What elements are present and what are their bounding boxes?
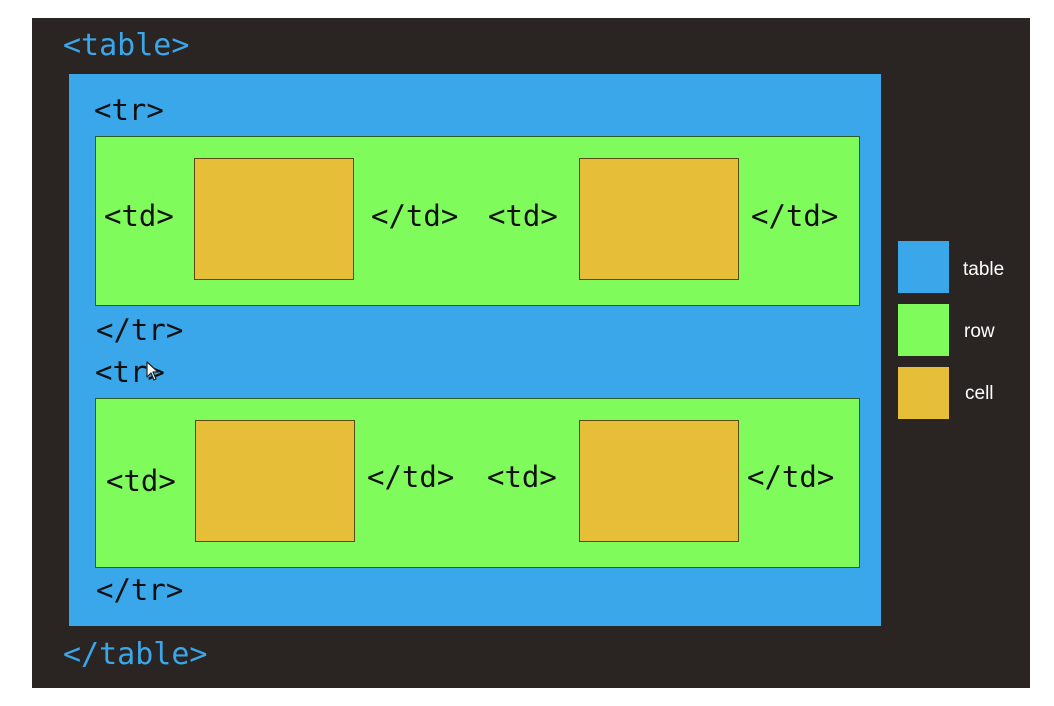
row-2-cell-1-close-tag: </td> xyxy=(367,460,455,494)
row-1-open-tag: <tr> xyxy=(94,93,164,127)
table-open-tag: <table> xyxy=(63,28,190,63)
row-2-cell-1-open-tag: <td> xyxy=(106,464,176,498)
legend-swatch-table xyxy=(898,241,949,293)
legend-label-row: row xyxy=(964,321,995,342)
row-2-cell-2-close-tag: </td> xyxy=(747,460,835,494)
legend-label-cell: cell xyxy=(965,383,994,404)
row-2-close-tag: </tr> xyxy=(96,573,184,607)
row-2-cell-2-box xyxy=(579,420,739,542)
row-1-cell-1-box xyxy=(194,158,354,280)
row-1-cell-1-open-tag: <td> xyxy=(104,199,174,233)
row-2-cell-1-box xyxy=(195,420,355,542)
row-1-cell-1-close-tag: </td> xyxy=(371,199,459,233)
legend-swatch-cell xyxy=(898,367,949,419)
mouse-pointer-icon xyxy=(146,361,159,381)
row-1-cell-2-close-tag: </td> xyxy=(751,199,839,233)
legend-label-table: table xyxy=(963,259,1005,280)
table-close-tag: </table> xyxy=(63,637,208,672)
legend-swatch-row xyxy=(898,304,949,356)
row-1-close-tag: </tr> xyxy=(96,313,184,347)
row-2-cell-2-open-tag: <td> xyxy=(487,460,557,494)
row-1-cell-2-open-tag: <td> xyxy=(488,199,558,233)
row-1-cell-2-box xyxy=(579,158,739,280)
